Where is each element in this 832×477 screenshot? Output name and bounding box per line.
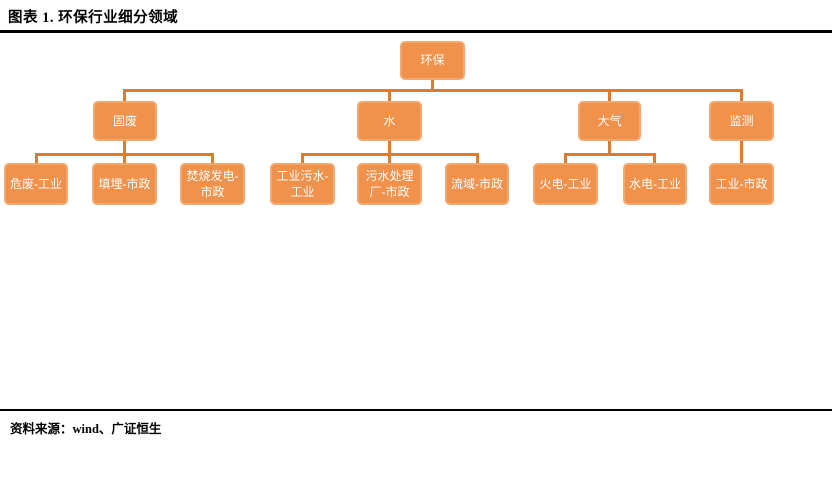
connector-root-stub: [431, 80, 434, 90]
connector-water-down: [388, 141, 391, 153]
connector-stub-thermal-power: [564, 153, 567, 163]
source-divider: [0, 409, 832, 411]
connector-stub-landfill: [123, 153, 126, 163]
connector-stub-atmosphere: [608, 89, 611, 101]
connector-stub-incineration: [211, 153, 214, 163]
connector-stub-monitoring: [740, 89, 743, 101]
connector-stub-industrial-sewage: [301, 153, 304, 163]
node-solid-waste: 固废: [93, 101, 157, 141]
node-industrial-municipal: 工业-市政: [709, 163, 774, 205]
connector-stub-sewage-plant: [388, 153, 391, 163]
title-divider: [0, 30, 832, 33]
connector-stub-river-basin: [476, 153, 479, 163]
node-hydro-power-industrial: 水电-工业: [623, 163, 687, 205]
node-monitoring: 监测: [709, 101, 774, 141]
connector-atmosphere-down: [608, 141, 611, 153]
connector-stub-hazardous: [35, 153, 38, 163]
figure-title: 图表 1. 环保行业细分领域: [8, 10, 179, 26]
node-incineration-power-municipal: 焚烧发电-市政: [180, 163, 245, 205]
node-root-environmental-protection: 环保: [400, 41, 465, 80]
node-sewage-plant-municipal: 污水处理厂-市政: [357, 163, 422, 205]
node-water: 水: [357, 101, 422, 141]
node-landfill-municipal: 填埋-市政: [92, 163, 157, 205]
figure-source: 资料来源：wind、广证恒生: [10, 422, 162, 436]
node-hazardous-waste-industrial: 危废-工业: [4, 163, 68, 205]
connector-solid-waste-down: [123, 141, 126, 153]
node-river-basin-municipal: 流域-市政: [445, 163, 509, 205]
connector-stub-hydro-power: [653, 153, 656, 163]
node-atmosphere: 大气: [578, 101, 641, 141]
connector-atmosphere-hline: [564, 153, 656, 156]
node-thermal-power-industrial: 火电-工业: [533, 163, 598, 205]
connector-monitoring-down: [740, 141, 743, 163]
node-industrial-sewage-industrial: 工业污水-工业: [270, 163, 335, 205]
connector-stub-solid-waste: [123, 89, 126, 101]
org-chart: 环保 固废 水 大气 监测 危废-工业 填埋-市政: [4, 41, 774, 205]
connector-stub-water: [388, 89, 391, 101]
connector-level1-hline: [123, 89, 743, 92]
